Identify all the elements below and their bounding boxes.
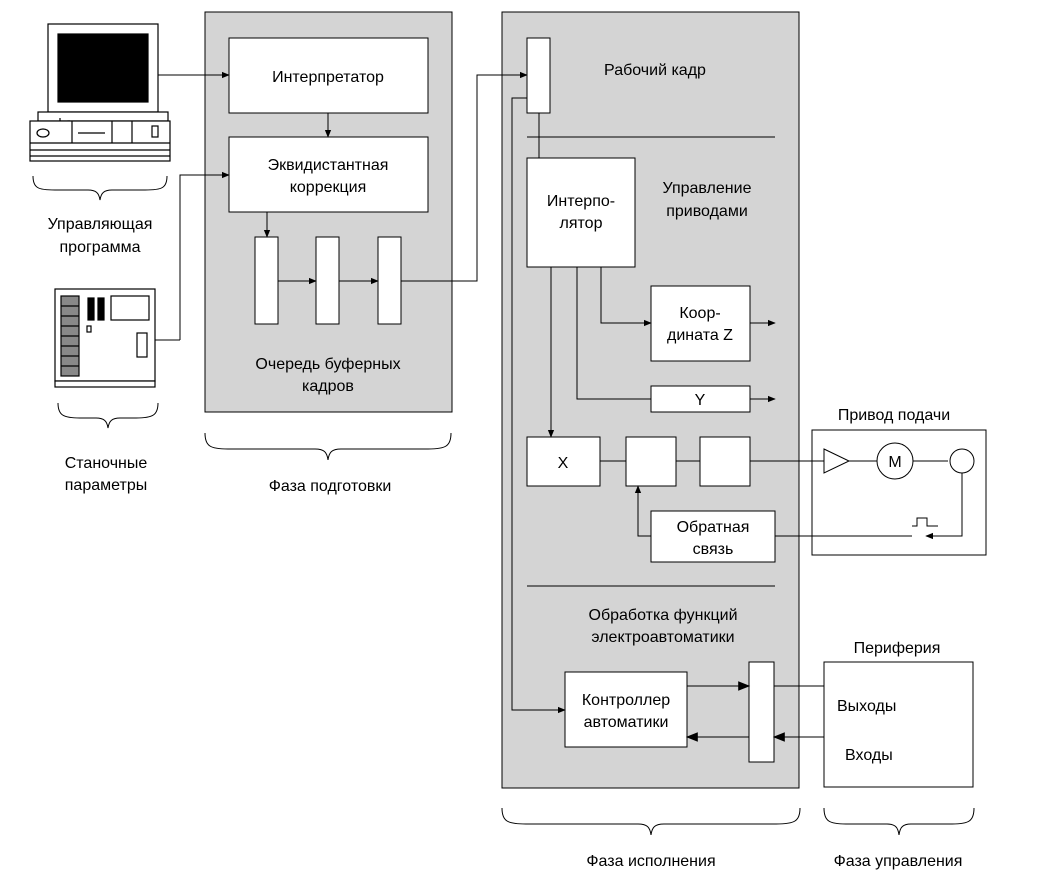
coord-x-box [526,436,601,487]
control-phase-brace [823,807,975,836]
buffer-frame-1 [254,236,279,325]
automation-label-1: Обработка функций [589,607,738,624]
control-phase-label: Фаза управления [834,853,963,870]
coord-z-label-2: дината Z [667,327,733,344]
pulse-signal-icon [912,517,938,527]
machine-params-label-1: Станочные [65,455,148,472]
prep-connectors [155,71,528,341]
encoder-icon [949,448,975,474]
feedback-box [650,510,776,563]
buffer-queue-label-2: кадров [302,378,354,395]
plc-box [564,671,688,748]
position-controller-box [625,436,677,487]
automation-label-2: электроавтоматики [591,629,734,646]
interpolator-label-2: лятор [560,215,603,232]
working-frame-label: Рабочий кадр [604,62,706,79]
feedback-label-2: связь [693,541,734,558]
exec-phase-brace [501,807,801,836]
feed-drive-title: Привод подачи [838,407,950,424]
interpreter-box [228,37,429,114]
prep-phase-brace [204,432,452,461]
plc-label-1: Контроллер [582,692,670,709]
prep-phase-label: Фаза подготовки [269,478,392,495]
amplifier-icon [823,448,851,474]
feedback-label-1: Обратная [677,519,750,536]
plc-label-2: автоматики [584,714,669,731]
motor-label: M [888,454,901,471]
buffer-frame-2 [315,236,340,325]
control-program-brace [32,175,168,201]
interpreter-label: Интерпретатор [272,69,384,86]
working-frame-register [526,37,551,114]
computer-icon [29,23,171,162]
drive-control-label-2: приводами [666,203,748,220]
machine-params-brace [57,402,159,429]
equidistant-label-2: коррекция [290,179,367,196]
equidistant-label-1: Эквидистантная [268,157,389,174]
machine-params-label-2: параметры [65,477,147,494]
interpolator-label-1: Интерпо- [547,193,615,210]
speed-controller-box [699,436,751,487]
coord-x-label: X [558,455,569,472]
machine-controller-icon [54,288,156,388]
buffer-queue-label-1: Очередь буферных [255,356,400,373]
feed-drive-connectors [750,460,963,540]
control-program-label-2: программа [60,239,141,256]
exec-phase-label: Фаза исполнения [586,853,715,870]
drive-control-label-1: Управление [663,180,752,197]
inputs-label: Входы [845,747,893,764]
io-bus-register [748,661,775,763]
interpolator-box [526,157,636,268]
motor-icon [876,442,914,480]
control-program-label-1: Управляющая [48,216,153,233]
coord-z-box [650,285,751,362]
buffer-frame-3 [377,236,402,325]
coord-y-label: Y [695,392,706,409]
periphery-title: Периферия [854,640,941,657]
periphery-box [823,661,974,788]
outputs-label: Выходы [837,698,896,715]
equidistant-box [228,136,429,213]
coord-z-label-1: Коор- [679,305,720,322]
